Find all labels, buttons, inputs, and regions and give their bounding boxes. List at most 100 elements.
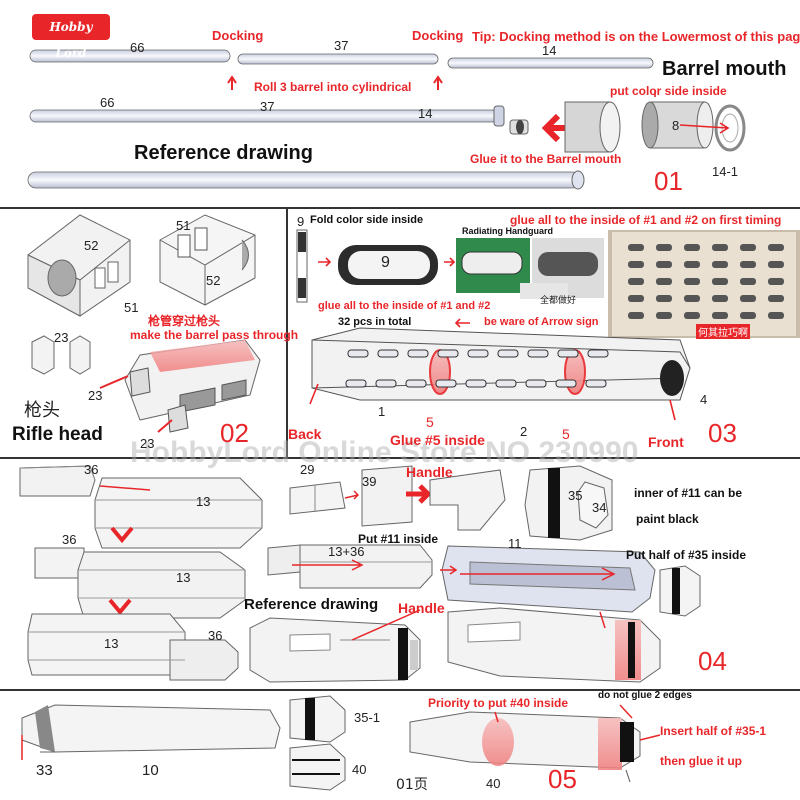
photo-slot xyxy=(768,312,784,319)
back-label: Back xyxy=(288,426,322,442)
glue-first-timing: glue all to the inside of #1 and #2 on f… xyxy=(510,213,782,227)
rifle-head-assembly xyxy=(99,339,261,433)
part-number-37b: 37 xyxy=(260,99,275,114)
photo-slot xyxy=(712,261,728,268)
photo-slot xyxy=(628,295,644,302)
handguard-slot xyxy=(555,379,577,388)
handguard-slot xyxy=(587,349,609,358)
photo-slot xyxy=(628,312,644,319)
photo-slot xyxy=(740,261,756,268)
handle-label-2: Handle xyxy=(398,600,445,616)
handguard-photo-2 xyxy=(520,238,604,299)
part-number-35-1: 35-1 xyxy=(354,710,381,725)
part-number-9b: 9 xyxy=(381,254,390,271)
handguard-photo-1 xyxy=(456,238,530,293)
part-number-14a: 14 xyxy=(542,43,557,58)
part-number-52b: 52 xyxy=(206,273,221,288)
photo-slot xyxy=(684,312,700,319)
glue-inside-instruction: glue all to the inside of #1 and #2 xyxy=(318,300,491,312)
handle-arrow xyxy=(406,484,432,504)
red-pointer-arrows-03 xyxy=(309,257,676,421)
photo-slot xyxy=(656,278,672,285)
docking-label-1: Docking xyxy=(212,28,264,43)
part-number-29: 29 xyxy=(300,462,315,477)
part-number-13c: 13 xyxy=(104,636,119,651)
photo-slot xyxy=(768,261,784,268)
part-number-13-36: 13+36 xyxy=(328,544,365,559)
reference-drawing-title-2: Reference drawing xyxy=(244,596,379,613)
photo-slot xyxy=(768,278,784,285)
part-number-36b: 36 xyxy=(62,532,77,547)
photo-slot xyxy=(628,261,644,268)
handguard-slot xyxy=(585,379,607,388)
handguard-slot xyxy=(525,379,547,388)
photo-slot xyxy=(684,295,700,302)
part-number-4: 4 xyxy=(700,392,708,407)
part-13-hex-1 xyxy=(94,477,263,549)
roll-instruction: Roll 3 barrel into cylindrical xyxy=(254,80,412,94)
part-number-40a: 40 xyxy=(352,762,367,777)
handle-assembled xyxy=(429,469,506,531)
chinese-instruction-1: 枪管穿过枪头 xyxy=(148,314,221,328)
part-number-39: 39 xyxy=(362,474,377,489)
reference-barrel-bottom xyxy=(27,170,585,190)
part-number-5b: 5 xyxy=(562,426,570,442)
chinese-rifle-head: 枪头 xyxy=(24,400,60,421)
part-number-9a: 9 xyxy=(297,214,305,229)
part-35-34 xyxy=(524,465,613,541)
handguard-slot xyxy=(345,379,367,388)
docking-arrows xyxy=(227,75,443,90)
part-13-36-final xyxy=(27,613,239,681)
handguard-slot xyxy=(527,349,549,358)
page-number: 01页 xyxy=(396,777,428,793)
part-35-1-small xyxy=(289,695,346,743)
put-11-instruction: Put #11 inside xyxy=(358,532,439,546)
handguard-slot xyxy=(435,379,457,388)
glue-mouth-instruction: Glue it to the Barrel mouth xyxy=(470,152,622,166)
photo-slot xyxy=(712,244,728,251)
part-9-strip xyxy=(296,229,308,303)
part-52-block xyxy=(27,214,131,317)
panel-dividers xyxy=(0,207,800,691)
handguard-slot xyxy=(467,349,489,358)
store-watermark: HobbyLord Online Store NO 230990 xyxy=(130,436,639,469)
photo-slot xyxy=(740,295,756,302)
part-number-2: 2 xyxy=(520,424,528,439)
handguard-slots xyxy=(345,349,609,388)
part-number-14b: 14 xyxy=(418,106,433,121)
part-39 xyxy=(361,465,413,527)
part-number-36a: 36 xyxy=(84,462,99,477)
part-number-13a: 13 xyxy=(196,494,211,509)
handguard-slot xyxy=(557,349,579,358)
photo-slot xyxy=(712,312,728,319)
photo-slot xyxy=(712,278,728,285)
arrow-down-1 xyxy=(110,526,134,544)
part-number-5a: 5 xyxy=(426,414,434,430)
photo-slot xyxy=(740,278,756,285)
step-label-04: 04 xyxy=(698,646,727,676)
front-label: Front xyxy=(648,434,684,450)
handguard-slot xyxy=(407,349,429,358)
handguard-slot xyxy=(437,349,459,358)
photo-slot xyxy=(656,295,672,302)
part-number-66a: 66 xyxy=(130,40,145,55)
part-number-8: 8 xyxy=(672,118,680,133)
step-label-01: 01 xyxy=(654,166,683,196)
part-number-37a: 37 xyxy=(334,38,349,53)
insert-half-35-1-instruction: Insert half of #35-1 xyxy=(660,724,767,738)
part-10-barrel-section xyxy=(21,704,281,760)
part-number-23b: 23 xyxy=(88,388,103,403)
photo-slot xyxy=(628,244,644,251)
handguard-slot xyxy=(377,349,399,358)
part-number-66b: 66 xyxy=(100,95,115,110)
handle-label-1: Handle xyxy=(406,464,453,480)
photo-slot xyxy=(740,244,756,251)
part-number-52a: 52 xyxy=(84,238,99,253)
part-number-11: 11 xyxy=(508,536,522,551)
no-glue-edges-note: do not glue 2 edges xyxy=(598,690,692,701)
barrel-mouth-title: Barrel mouth xyxy=(662,58,787,80)
photo-slot xyxy=(656,244,672,251)
photo-slot xyxy=(684,244,700,251)
photo-slot xyxy=(768,244,784,251)
then-glue-instruction: then glue it up xyxy=(660,754,742,768)
